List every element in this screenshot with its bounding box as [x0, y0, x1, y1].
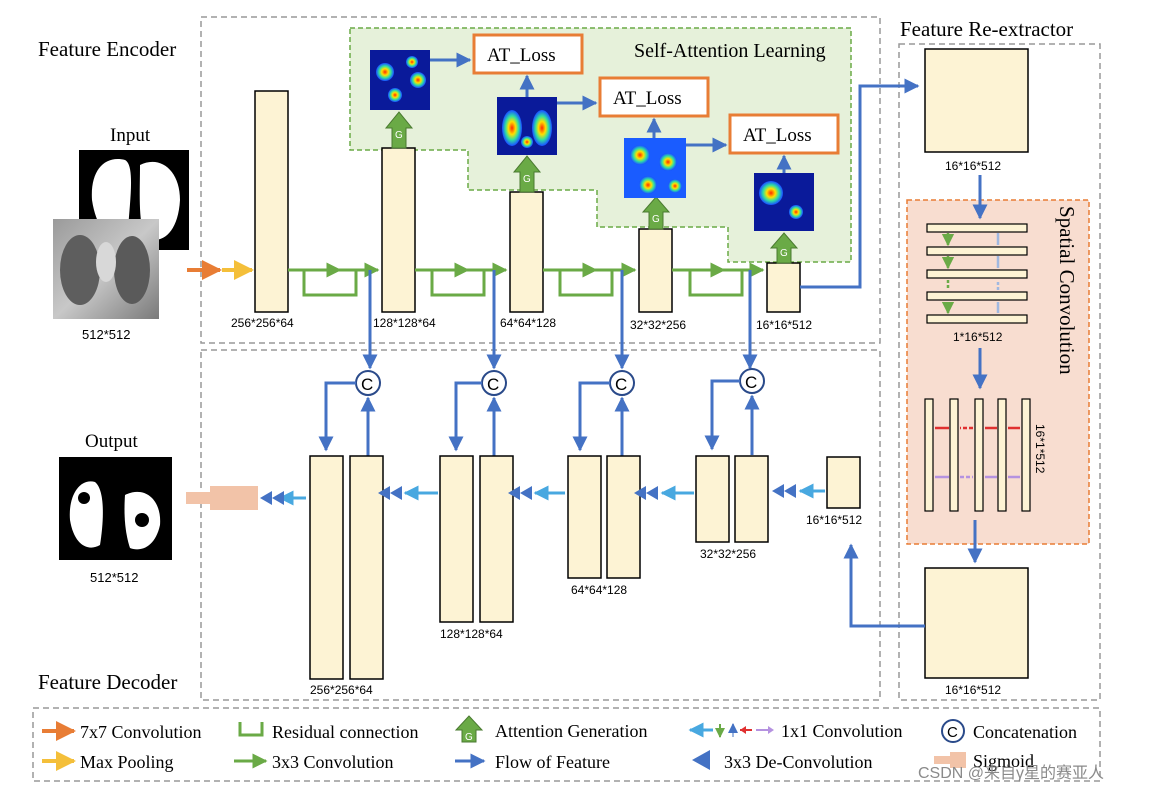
encoder-block-2	[381, 147, 416, 313]
legend-deconv: 3x3 De-Convolution	[724, 752, 873, 772]
decoder-box	[200, 349, 881, 701]
encoder-block-3	[509, 191, 544, 313]
spatial-size-2: 16*1*512	[1033, 424, 1047, 474]
legend-concat: Concatenation	[973, 722, 1077, 742]
spatial-size-1: 1*16*512	[953, 330, 1003, 344]
encoder-green-arrows	[288, 262, 765, 297]
at-loss-3: AT_Loss	[728, 113, 840, 155]
feature-encoder-title: Feature Encoder	[38, 37, 176, 61]
decoder-concat-arrows	[318, 379, 760, 456]
heatmap-3	[624, 138, 686, 198]
attention-gen-2: G	[512, 155, 542, 193]
encoder-block-1	[254, 90, 289, 313]
self-attention-region	[349, 27, 852, 263]
legend-box	[32, 707, 1101, 782]
reextractor-block-bottom	[924, 567, 1029, 679]
encoder-block-5	[766, 262, 801, 313]
encoder-block-4	[638, 228, 673, 313]
svg-text:C: C	[947, 724, 958, 741]
attention-gen-3: G	[641, 196, 671, 230]
input-ct-image	[53, 219, 159, 319]
watermark: CSDN @来自γ星的赛亚人	[918, 763, 1104, 782]
reextractor-bottom-size: 16*16*512	[945, 683, 1001, 697]
self-attention-title: Self-Attention Learning	[634, 40, 826, 62]
legend-sigmoid: Sigmoid	[973, 751, 1034, 771]
svg-text:C: C	[361, 375, 373, 394]
attention-generation-arrows: G G G G	[384, 111, 799, 264]
output-label: Output	[85, 431, 139, 452]
svg-text:C: C	[615, 375, 627, 394]
legend-maxpool: Max Pooling	[80, 752, 174, 772]
svg-text:G: G	[523, 174, 531, 185]
sigmoid-shape	[186, 486, 258, 510]
encoder-size-4: 32*32*256	[630, 318, 686, 332]
concat-3: C	[609, 370, 635, 396]
concat-2: C	[481, 370, 507, 396]
concat-1: C	[355, 370, 381, 396]
concat-4: C	[739, 368, 765, 394]
decoder-size-2: 128*128*64	[440, 627, 503, 641]
at-loss-1: AT_Loss	[472, 33, 584, 75]
decoder-blocks	[309, 455, 861, 680]
svg-text:G: G	[395, 130, 403, 141]
heatmap-2	[497, 97, 557, 155]
output-mask-image	[59, 457, 172, 560]
spatial-arrows-vertical	[941, 233, 1000, 315]
reextractor-top-size: 16*16*512	[945, 159, 1001, 173]
reextractor-block-top	[924, 48, 1029, 153]
legend-flow: Flow of Feature	[495, 752, 610, 772]
encoder-size-5: 16*16*512	[756, 318, 812, 332]
legend: 7x7 Convolution Max Pooling Residual con…	[42, 715, 1077, 772]
reextractor-box	[898, 43, 1101, 701]
decoder-size-4: 32*32*256	[700, 547, 756, 561]
attention-gen-1: G	[384, 111, 414, 149]
svg-text:G: G	[780, 248, 788, 259]
encoder-size-1: 256*256*64	[231, 316, 294, 330]
heatmap-4	[754, 173, 814, 231]
svg-text:G: G	[465, 732, 473, 743]
input-size: 512*512	[82, 327, 130, 342]
reextractor-to-decoder-flow	[843, 543, 925, 628]
svg-text:AT_Loss: AT_Loss	[487, 45, 556, 66]
feature-reextractor-title: Feature Re-extractor	[900, 17, 1073, 41]
decoder-size-1: 256*256*64	[310, 683, 373, 697]
svg-text:AT_Loss: AT_Loss	[613, 88, 682, 109]
spatial-arrows-horizontal	[935, 426, 1020, 479]
svg-text:C: C	[487, 375, 499, 394]
spatial-bars-horizontal	[926, 223, 1028, 324]
decoder-size-5: 16*16*512	[806, 513, 862, 527]
feature-decoder-title: Feature Decoder	[38, 670, 177, 694]
svg-text:C: C	[745, 373, 757, 392]
spatial-bars-vertical	[924, 398, 1031, 512]
heatmap-1	[370, 50, 430, 110]
legend-conv3: 3x3 Convolution	[272, 752, 394, 772]
encoder-to-reextractor-flow	[800, 78, 920, 289]
concat-nodes: C C C C	[355, 368, 765, 396]
at-loss-2: AT_Loss	[598, 76, 710, 118]
decoder-size-3: 64*64*128	[571, 583, 627, 597]
legend-conv7: 7x7 Convolution	[80, 722, 202, 742]
output-size: 512*512	[90, 570, 138, 585]
skip-flows	[362, 270, 758, 370]
decoder-flow-arrows	[186, 483, 825, 510]
attention-gen-4: G	[769, 232, 799, 264]
input-label: Input	[110, 125, 151, 146]
attention-heatmaps	[370, 50, 814, 231]
at-loss-arrows	[430, 52, 792, 173]
legend-attgen: Attention Generation	[495, 721, 647, 741]
encoder-blocks	[254, 90, 801, 313]
encoder-size-2: 128*128*64	[373, 316, 436, 330]
legend-conv1: 1x1 Convolution	[781, 721, 903, 741]
legend-residual: Residual connection	[272, 722, 418, 742]
encoder-size-3: 64*64*128	[500, 316, 556, 330]
svg-text:AT_Loss: AT_Loss	[743, 125, 812, 146]
svg-text:G: G	[652, 214, 660, 225]
spatial-conv-title: Spatial Convolution	[1055, 206, 1079, 375]
encoder-box	[200, 16, 881, 344]
